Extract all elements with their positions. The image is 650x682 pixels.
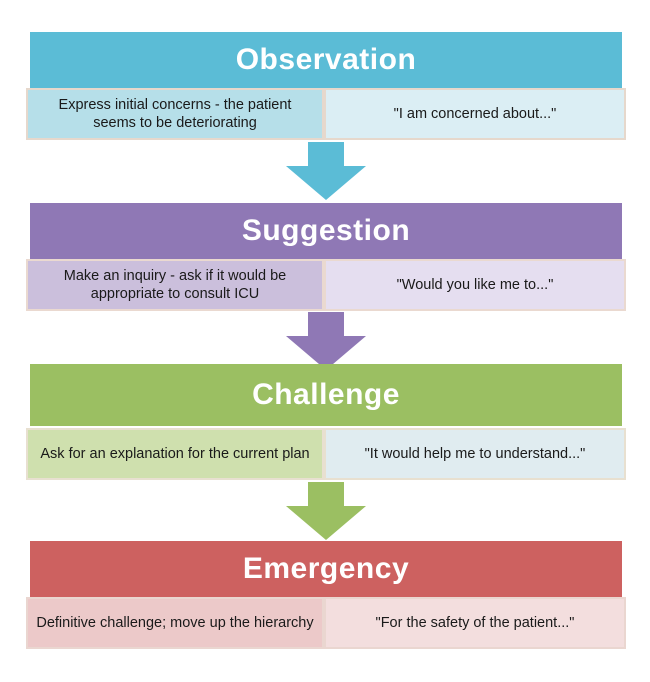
arrow-down-icon-challenge (286, 482, 366, 540)
emergency-header: Emergency (30, 541, 622, 597)
suggestion-description: Make an inquiry - ask if it would be app… (26, 259, 324, 311)
challenge-description: Ask for an explanation for the current p… (26, 428, 324, 480)
suggestion-row: Make an inquiry - ask if it would be app… (26, 259, 626, 311)
observation-row: Express initial concerns - the patient s… (26, 88, 626, 140)
emergency-description: Definitive challenge; move up the hierar… (26, 597, 324, 649)
arrow-down-icon-suggestion (286, 312, 366, 370)
challenge-row: Ask for an explanation for the current p… (26, 428, 626, 480)
emergency-phrase: "For the safety of the patient..." (324, 597, 626, 649)
observation-phrase: "I am concerned about..." (324, 88, 626, 140)
emergency-row: Definitive challenge; move up the hierar… (26, 597, 626, 649)
arrow-shape (286, 482, 366, 540)
arrow-shape (286, 142, 366, 200)
arrow-down-icon-observation (286, 142, 366, 200)
suggestion-header: Suggestion (30, 203, 622, 259)
observation-header: Observation (30, 32, 622, 88)
challenge-header: Challenge (30, 364, 622, 426)
suggestion-phrase: "Would you like me to..." (324, 259, 626, 311)
arrow-shape (286, 312, 366, 370)
challenge-phrase: "It would help me to understand..." (324, 428, 626, 480)
observation-description: Express initial concerns - the patient s… (26, 88, 324, 140)
